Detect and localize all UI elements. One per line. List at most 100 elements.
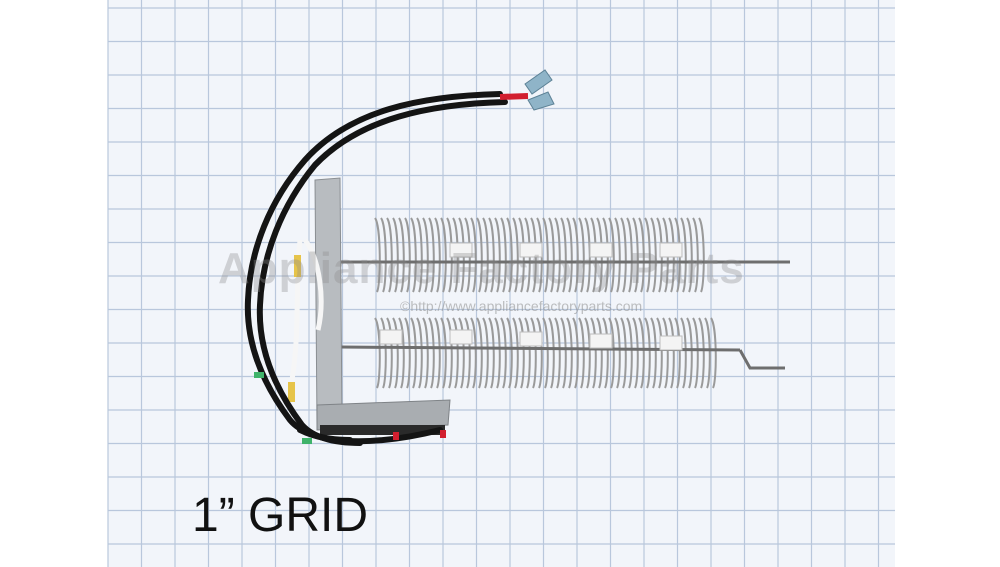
coil-turn: [548, 317, 555, 389]
coil-turn: [680, 317, 687, 389]
coil-turn: [506, 317, 513, 389]
coil-turn: [674, 317, 681, 389]
ceramic-insulator: [589, 242, 613, 258]
coil-turn: [650, 217, 657, 293]
coil-turn: [632, 317, 639, 389]
coil-turn: [680, 217, 687, 293]
coil-turn: [410, 217, 417, 293]
coil-turn: [620, 317, 627, 389]
coil-turn: [692, 317, 699, 389]
watermark-url: ©http://www.appliancefactoryparts.com: [400, 298, 643, 314]
coil-turn: [374, 217, 381, 293]
coil-turn: [590, 317, 597, 389]
coil-turn: [464, 317, 471, 389]
coil-turn: [482, 217, 489, 293]
coil-turn: [662, 317, 669, 389]
coil-turn: [440, 217, 447, 293]
ceramic-insulator: [449, 242, 473, 258]
coil-turn: [404, 217, 411, 293]
coil-turn: [530, 317, 537, 389]
coil-turn: [620, 217, 627, 293]
coil-turn: [548, 217, 555, 293]
black-harness-wires: [244, 91, 508, 446]
coil-turn: [644, 317, 651, 389]
coil-turn: [698, 317, 705, 389]
coil-turn: [488, 217, 495, 293]
coil-turn: [566, 317, 573, 389]
coil-turn: [446, 317, 453, 389]
coil-turn: [578, 217, 585, 293]
coil-turn: [380, 217, 387, 293]
coil-turn: [458, 317, 465, 389]
coil-turn: [428, 317, 435, 389]
ceramic-insulator: [659, 335, 683, 351]
coil-turn: [398, 217, 405, 293]
quick-connect-terminals: [524, 69, 555, 111]
coil-turn: [494, 317, 501, 389]
coil-turn: [686, 217, 693, 293]
coil-turn: [392, 217, 399, 293]
coil-turn: [710, 317, 717, 389]
coil-turn: [698, 217, 705, 293]
heater-coils: [374, 217, 717, 389]
coil-turn: [494, 217, 501, 293]
coil-turn: [386, 217, 393, 293]
coil-turn: [500, 317, 507, 389]
coil-turn: [524, 317, 531, 389]
coil-turn: [386, 317, 393, 389]
ceramic-insulator: [519, 331, 543, 347]
coil-turn: [440, 317, 447, 389]
ceramic-insulator: [659, 242, 683, 258]
coil-turn: [434, 217, 441, 293]
coil-turn: [542, 317, 549, 389]
coil-turn: [560, 217, 567, 293]
coil-turn: [506, 217, 513, 293]
coil-turn: [470, 317, 477, 389]
coil-turn: [554, 217, 561, 293]
yellow-sleeve: [294, 255, 301, 277]
mounting-bracket: [314, 177, 451, 435]
coil-turn: [500, 217, 507, 293]
coil-turn: [578, 317, 585, 389]
coil-turn: [650, 317, 657, 389]
coil-turn: [476, 217, 483, 293]
coil-turn: [476, 317, 483, 389]
coil-turn: [392, 317, 399, 389]
yellow-sleeve: [288, 382, 295, 402]
ceramic-insulator: [589, 333, 613, 349]
coil-turn: [572, 317, 579, 389]
coil-turn: [608, 317, 615, 389]
ceramic-insulators: [379, 242, 683, 351]
coil-turn: [644, 217, 651, 293]
coil-turn: [686, 317, 693, 389]
coil-turn: [416, 217, 423, 293]
coil-turn: [584, 317, 591, 389]
watermark-text: Appliance Factory Parts: [218, 244, 745, 293]
coil-turn: [704, 317, 711, 389]
coil-turn: [422, 217, 429, 293]
coil-turn: [536, 317, 543, 389]
coil-turn: [404, 317, 411, 389]
coil-turn: [542, 217, 549, 293]
coil-turn: [398, 317, 405, 389]
coil-turn: [602, 317, 609, 389]
coil-turn: [416, 317, 423, 389]
coil-turn: [434, 317, 441, 389]
wire-tips: [393, 430, 446, 440]
coil-turn: [608, 217, 615, 293]
ceramic-insulator: [379, 329, 403, 345]
coil-turn: [422, 317, 429, 389]
coil-turn: [638, 217, 645, 293]
coil-turn: [410, 317, 417, 389]
ceramic-insulator: [519, 242, 543, 258]
coil-turn: [614, 317, 621, 389]
coil-turn: [566, 217, 573, 293]
red-wire: [499, 93, 529, 100]
coil-turn: [626, 217, 633, 293]
coil-turn: [560, 317, 567, 389]
coil-turn: [512, 317, 519, 389]
coil-turn: [452, 317, 459, 389]
grid-caption: 1” GRID: [192, 489, 369, 542]
green-cable-ties: [254, 372, 312, 444]
